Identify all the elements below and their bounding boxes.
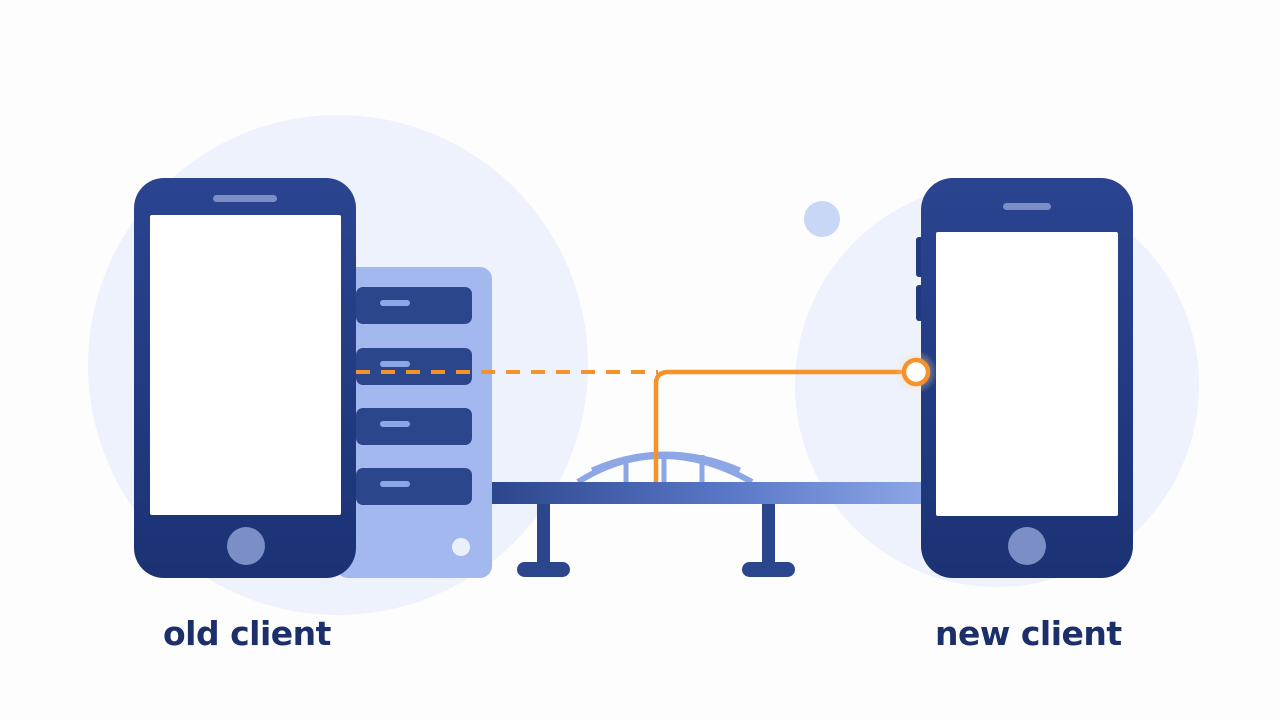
- new-connection-line: [653, 369, 905, 482]
- server-rack-icon: [336, 267, 492, 578]
- new-client-smartphone-icon: [916, 178, 1133, 578]
- new-client-label: new client: [935, 614, 1122, 653]
- old-client-label: old client: [163, 614, 331, 653]
- connection-node-icon: [894, 350, 938, 394]
- small-accent-dot: [804, 201, 840, 237]
- old-client-smartphone-icon: [134, 178, 356, 578]
- bridge-icon: [492, 451, 924, 577]
